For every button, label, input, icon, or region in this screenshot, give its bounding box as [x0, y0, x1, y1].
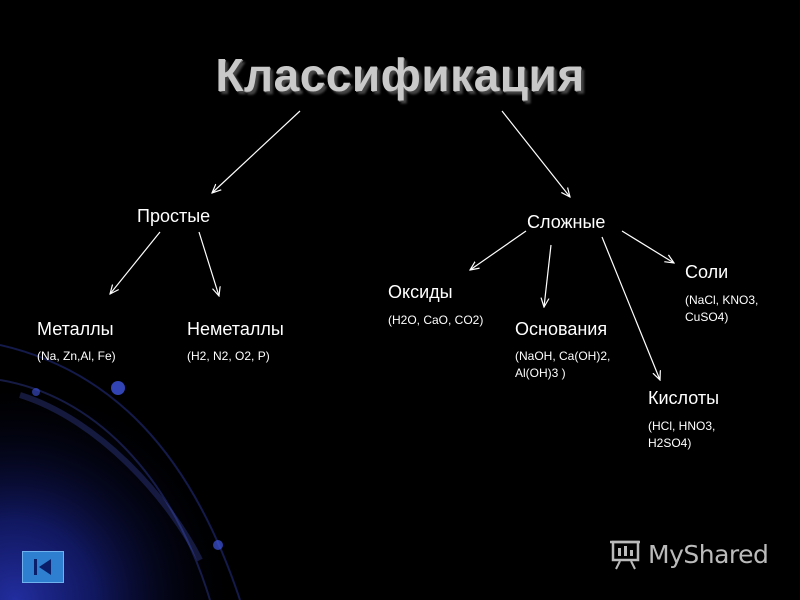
arrow-to-complex [501, 110, 570, 197]
arrow-to-salts [621, 230, 674, 263]
node-metals: Металлы [37, 319, 114, 339]
node-complex: Сложные [527, 212, 606, 232]
node-salts: Соли [685, 262, 729, 282]
node-oxides: Оксиды [388, 282, 453, 302]
node-salts-examples-line2: CuSO4) [685, 310, 729, 324]
node-bases: Основания [515, 319, 608, 339]
watermark: MyShared [608, 536, 769, 572]
node-nonmetals-examples: (H2, N2, O2, P) [187, 349, 270, 363]
skip-to-start-icon [34, 559, 51, 575]
node-acids-examples-line2: H2SO4) [648, 436, 692, 450]
node-salts-examples-line1: (NaCl, KNO3, [685, 293, 759, 307]
arrow-to-bases [544, 244, 552, 307]
node-metals-examples: (Na, Zn,Al, Fe) [37, 349, 116, 363]
node-nonmetals: Неметаллы [187, 319, 284, 339]
node-acids: Кислоты [648, 388, 720, 408]
node-acids-examples-line1: (HCl, HNO3, [648, 419, 716, 433]
node-simple: Простые [137, 206, 211, 226]
arrow-to-acids [601, 236, 660, 380]
arrow-to-metals [110, 231, 161, 294]
arrow-to-oxides [470, 230, 527, 270]
node-bases-examples-line1: (NaOH, Ca(OH)2, [515, 349, 611, 363]
node-oxides-examples: (H2O, CaO, CO2) [388, 313, 484, 327]
watermark-text: MyShared [648, 539, 769, 569]
arrow-to-nonmetals [198, 231, 219, 296]
arrow-to-simple [212, 110, 301, 193]
presentation-board-icon [610, 540, 640, 570]
slide-title: Классификация [215, 49, 585, 101]
first-slide-button[interactable] [22, 551, 64, 583]
node-bases-examples-line2: Al(OH)3 ) [515, 366, 566, 380]
